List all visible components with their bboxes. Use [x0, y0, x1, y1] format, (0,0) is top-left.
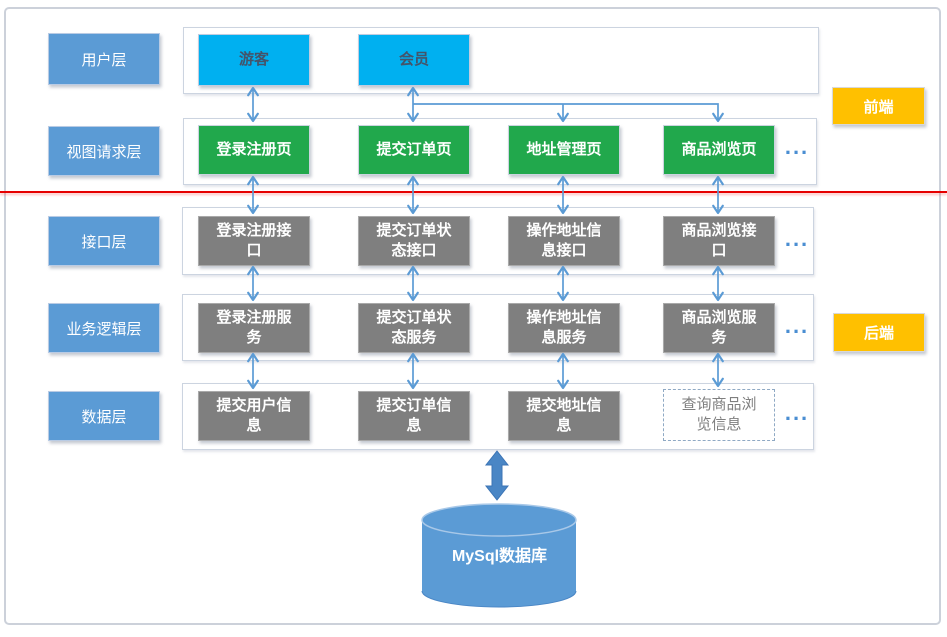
box-address-info-api: 操作地址信 息接口: [508, 216, 620, 266]
box-address-manage-page: 地址管理页: [508, 125, 620, 175]
ellipsis-interface-layer: ...: [784, 226, 810, 251]
frontend-backend-divider: [0, 191, 947, 193]
layer-label-data: 数据层: [48, 391, 160, 441]
layer-label-interface: 接口层: [48, 216, 160, 266]
box-submit-order-info: 提交订单信 息: [358, 391, 470, 441]
layer-label-view: 视图请求层: [48, 126, 160, 176]
page-frame: [4, 7, 941, 625]
box-product-browse-api: 商品浏览接 口: [663, 216, 775, 266]
box-member: 会员: [358, 34, 470, 86]
box-address-info-service: 操作地址信 息服务: [508, 303, 620, 353]
box-submit-user-info: 提交用户信 息: [198, 391, 310, 441]
mysql-database-label: MySql数据库: [451, 548, 548, 565]
box-query-product-browse-info: 查询商品浏 览信息: [663, 389, 775, 441]
box-login-register-api: 登录注册接 口: [198, 216, 310, 266]
ellipsis-data-layer: ...: [784, 400, 810, 425]
box-order-status-service: 提交订单状 态服务: [358, 303, 470, 353]
layer-label-business: 业务逻辑层: [48, 303, 160, 353]
box-submit-address-info: 提交地址信 息: [508, 391, 620, 441]
box-login-register-page: 登录注册页: [198, 125, 310, 175]
box-product-browse-page: 商品浏览页: [663, 125, 775, 175]
ellipsis-business-layer: ...: [784, 313, 810, 338]
frontend-tag: 前端: [832, 87, 925, 125]
box-visitor: 游客: [198, 34, 310, 86]
ellipsis-view-layer: ...: [784, 134, 810, 159]
box-product-browse-service: 商品浏览服 务: [663, 303, 775, 353]
layer-label-user: 用户层: [48, 33, 160, 85]
box-login-register-service: 登录注册服 务: [198, 303, 310, 353]
box-submit-order-page: 提交订单页: [358, 125, 470, 175]
box-order-status-api: 提交订单状 态接口: [358, 216, 470, 266]
backend-tag: 后端: [833, 313, 925, 352]
